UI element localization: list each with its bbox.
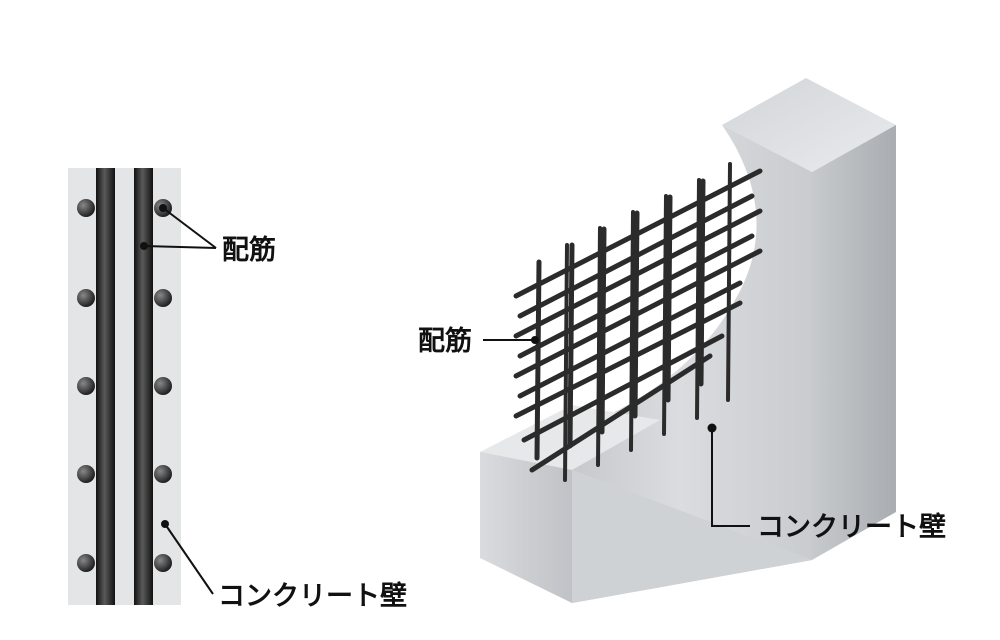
rebar-bar: [695, 178, 701, 420]
rebar-bar: [529, 353, 713, 473]
leader-section-rebar-a: [162, 207, 217, 249]
leader-dot-section-rebar-2: [140, 242, 148, 250]
rebar-section-dot: [154, 465, 172, 483]
rebar-bar: [632, 210, 640, 419]
leader-dot-iso-wall: [707, 423, 717, 433]
leader-dot-section-rebar: [159, 204, 167, 212]
rebar-bar: [517, 280, 743, 399]
leader-iso-wall: [711, 428, 750, 527]
rebar-bar: [521, 333, 725, 443]
wall-lower-right-face: [572, 470, 812, 603]
rebar-section-dot: [154, 377, 172, 395]
leader-section-rebar-b: [143, 245, 217, 249]
rebar-bar-right: [134, 168, 153, 605]
wall-front-face: [480, 452, 572, 603]
rebar-section-dots: [77, 199, 172, 572]
rebar-bar: [662, 194, 668, 436]
leader-dot-iso-rebar: [531, 336, 539, 344]
leader-dots: [140, 204, 717, 528]
rebar-section-dot: [77, 377, 95, 395]
rebar-section-dot: [154, 554, 172, 572]
wall-right-face: [812, 125, 896, 560]
rebar-bar: [517, 193, 755, 319]
rebar-section-dot: [77, 199, 95, 217]
rebar-bar: [698, 178, 706, 387]
leader-dot-section-wall: [161, 520, 169, 528]
rebar-bar: [665, 194, 673, 403]
rebar-section-dot: [154, 289, 172, 307]
rebar-grid: [513, 162, 763, 482]
leader-section-wall: [164, 523, 214, 595]
wall-top-face: [722, 78, 896, 172]
rebar-bar: [726, 162, 732, 402]
label-iso-rebar: 配筋: [418, 325, 472, 357]
annotations: [143, 207, 750, 595]
label-section-wall: コンクリート壁: [218, 581, 407, 612]
label-section-rebar: 配筋: [222, 234, 276, 266]
rebar-bar: [563, 243, 569, 482]
rebar-bar: [517, 233, 755, 359]
rebar-section-dot: [77, 289, 95, 307]
rebar-bar: [534, 259, 542, 461]
wall-cross-section: [68, 168, 181, 605]
label-iso-wall: コンクリート壁: [757, 512, 946, 543]
rebar-section-dot: [77, 465, 95, 483]
rebar-bar-left: [96, 168, 115, 605]
rebar-section-dot: [77, 554, 95, 572]
rebar-bar: [567, 242, 575, 449]
wall-isometric: [480, 78, 896, 603]
rebar-bar: [629, 210, 635, 452]
